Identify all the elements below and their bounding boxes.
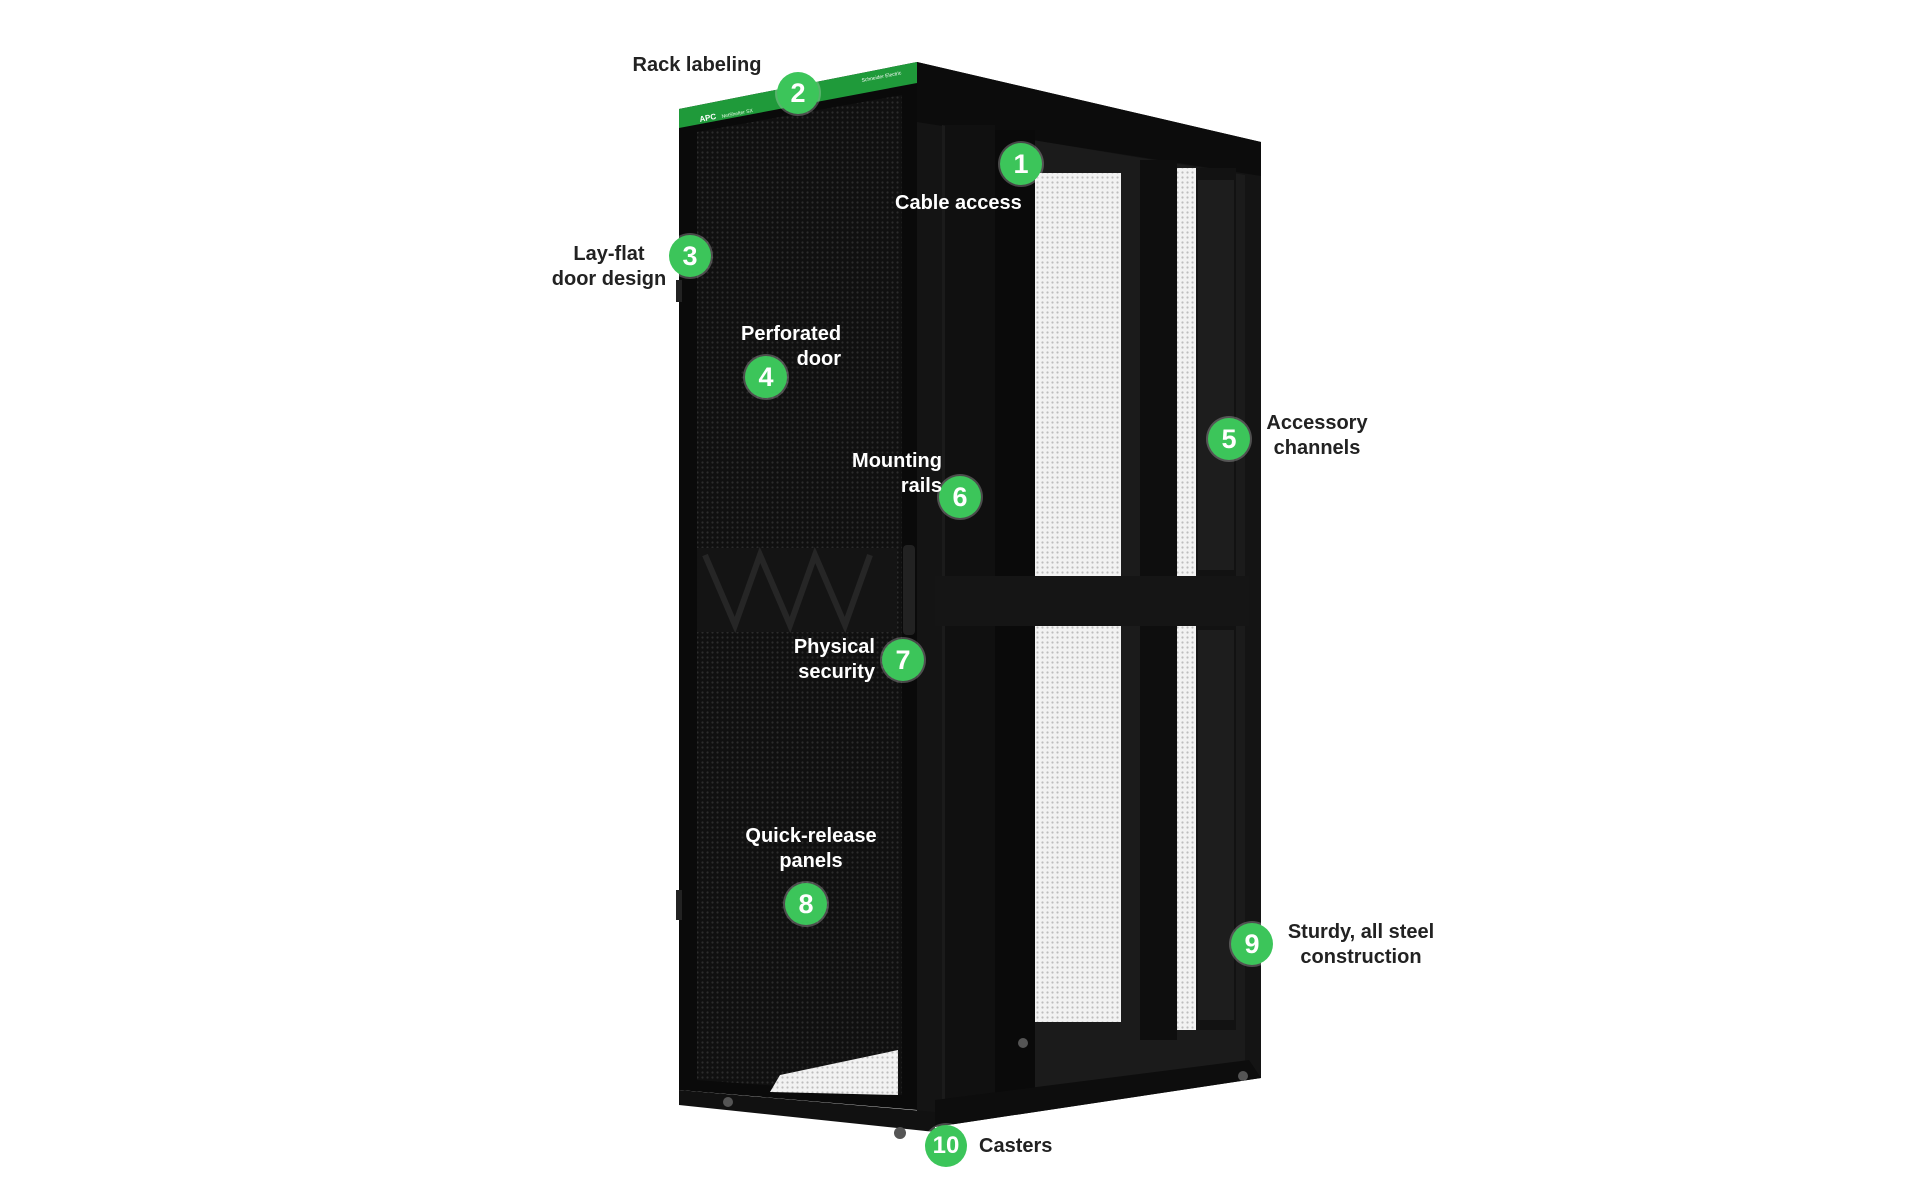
callout-badge-5: 5 bbox=[1208, 418, 1250, 460]
label-accessory-channels: Accessory channels bbox=[1266, 411, 1367, 461]
label-lay-flat: Lay-flat door design bbox=[552, 242, 666, 292]
callout-badge-1: 1 bbox=[1000, 143, 1042, 185]
door-base bbox=[679, 1090, 935, 1132]
label-line: door design bbox=[551, 268, 667, 290]
label-cable-access: Cable access bbox=[895, 192, 1022, 214]
caster-icon bbox=[723, 1038, 1248, 1139]
label-line: Accessory bbox=[1266, 412, 1368, 434]
label-rack-labeling: Rack labeling bbox=[632, 54, 762, 76]
callout-badge-8: 8 bbox=[785, 883, 827, 925]
label-line: Quick-release bbox=[745, 825, 877, 847]
label-casters: Casters bbox=[979, 1135, 1053, 1157]
callout-badge-4: 4 bbox=[745, 356, 787, 398]
label-line: Mounting bbox=[852, 450, 942, 472]
label-line: door bbox=[796, 348, 842, 370]
label-physical-security: Physical security bbox=[794, 635, 875, 685]
accessory-channel bbox=[1198, 180, 1234, 570]
label-line: channels bbox=[1273, 437, 1361, 459]
base-plinth bbox=[935, 1060, 1261, 1127]
label-line: Physical bbox=[793, 636, 875, 658]
callout-badge-10: 10 bbox=[925, 1125, 967, 1167]
front-door: APC NetShelter SX Schneider Electric bbox=[676, 62, 917, 1110]
label-line: rails bbox=[900, 475, 942, 497]
callout-badge-2: 2 bbox=[777, 72, 819, 114]
label-perforated-door: Perforated door bbox=[741, 322, 841, 372]
label-sturdy-construction: Sturdy, all steel construction bbox=[1288, 920, 1434, 970]
label-line: Lay-flat bbox=[573, 243, 645, 265]
side-panels bbox=[1035, 168, 1196, 1030]
label-line: Perforated bbox=[741, 323, 842, 345]
label-mounting-rails: Mounting rails bbox=[852, 449, 942, 499]
callout-badge-7: 7 bbox=[882, 639, 924, 681]
label-line: construction bbox=[1300, 946, 1422, 968]
label-line: panels bbox=[779, 850, 843, 872]
door-handle-lock bbox=[903, 545, 915, 635]
accessory-channel bbox=[1198, 630, 1234, 1020]
callout-badge-9: 9 bbox=[1231, 923, 1273, 965]
label-line: Sturdy, all steel bbox=[1287, 921, 1435, 943]
callout-badge-6: 6 bbox=[939, 476, 981, 518]
apc-logo: APC bbox=[699, 112, 718, 124]
callout-badge-3: 3 bbox=[669, 235, 711, 277]
crossbar bbox=[935, 576, 1249, 626]
label-line: security bbox=[798, 661, 875, 683]
label-quick-release-panels: Quick-release panels bbox=[745, 824, 876, 874]
